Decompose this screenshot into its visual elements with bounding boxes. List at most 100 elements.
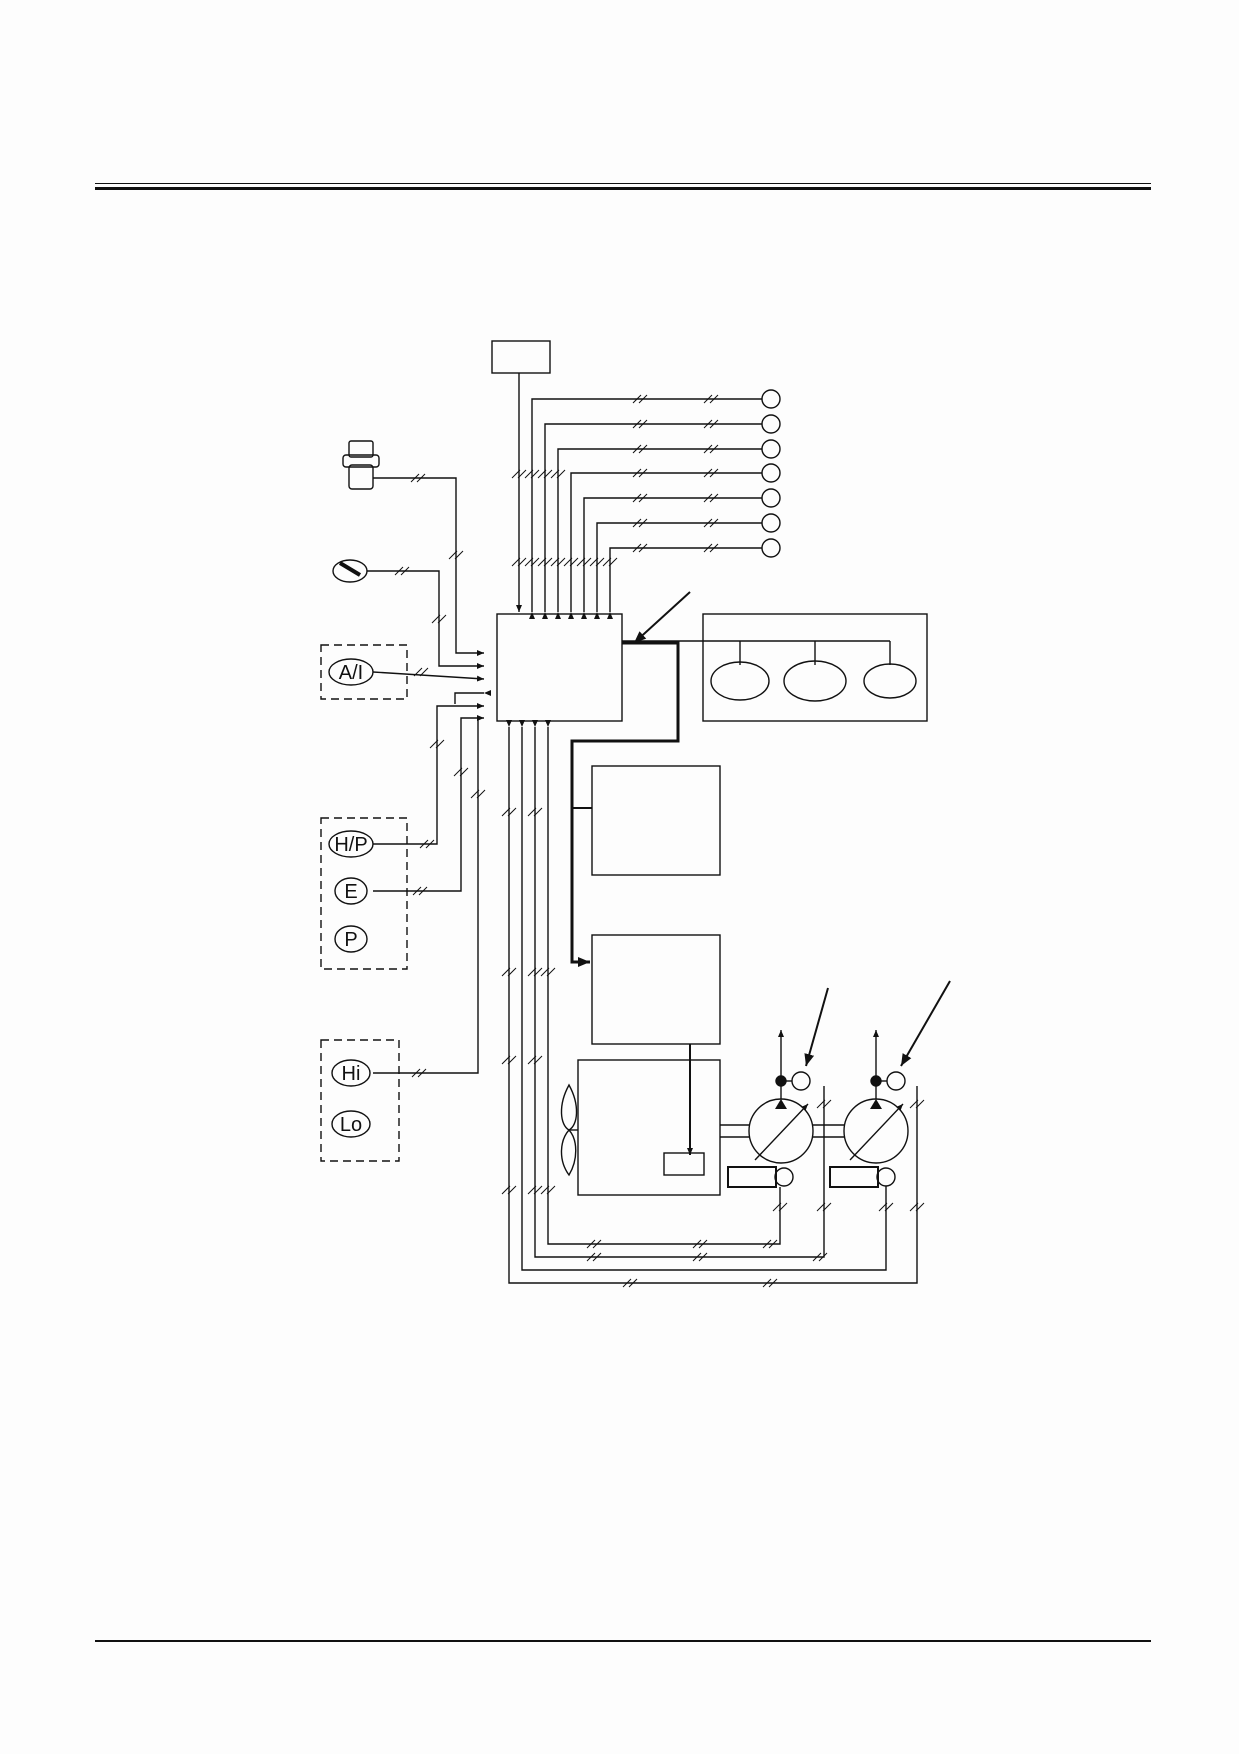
wire-slash [543, 557, 553, 567]
pump-1-pressure-sensor [791, 1071, 811, 1091]
output-wire [555, 448, 762, 619]
wire-slash [429, 739, 439, 749]
output-lamp [761, 488, 781, 508]
wire-slash [537, 557, 547, 567]
wire-slash [563, 557, 573, 567]
travel-lo-label: Lo [340, 1114, 362, 1136]
wire-slash [453, 767, 463, 777]
wire-slash [448, 550, 458, 560]
wire-slash [595, 557, 605, 567]
wire-slash [533, 1055, 543, 1065]
wire-slash [602, 557, 612, 567]
output-lamps [761, 389, 781, 558]
cluster-gauge-3 [863, 663, 917, 699]
auto-idle-switch-group [320, 644, 408, 700]
wire-slash [698, 1239, 708, 1249]
wire-slash [411, 1068, 421, 1078]
output-wire [542, 423, 762, 619]
wire-slash [476, 789, 486, 799]
wire-slash [878, 1202, 888, 1212]
cluster-gauge-2 [783, 660, 847, 702]
wire-slash [470, 789, 480, 799]
wire-slash [915, 1202, 925, 1212]
wire-slash [915, 1099, 925, 1109]
output-lamp [761, 463, 781, 483]
wire-slash [703, 468, 713, 478]
wire-slash [608, 557, 618, 567]
wire-slash [540, 1185, 550, 1195]
header-rule-thin [95, 183, 1151, 184]
e-mode-label: E [344, 881, 357, 903]
wire-slash [638, 419, 648, 429]
wire-slash [501, 1185, 511, 1195]
wire-slash [546, 1185, 556, 1195]
wire-slash [459, 767, 469, 777]
wire-slash [533, 807, 543, 817]
wire-slash [431, 614, 441, 624]
auto-idle-wire [372, 671, 485, 682]
wire-slash [550, 557, 560, 567]
wire-slash [501, 1055, 511, 1065]
output-wire [594, 522, 762, 619]
wire-slash [412, 886, 422, 896]
wire-slash [703, 419, 713, 429]
hp-mode-wire [373, 703, 484, 845]
hp-mode-label: H/P [334, 834, 367, 856]
wire-slash [778, 1202, 788, 1212]
ecu-box-upper [591, 765, 721, 876]
wire-slash [413, 667, 423, 677]
e-mode-wire [373, 715, 484, 892]
wire-slash [533, 967, 543, 977]
wire-slash [822, 1099, 832, 1109]
output-wire [607, 547, 762, 619]
wire-slash [524, 469, 534, 479]
wire-slash [540, 967, 550, 977]
output-lamp [761, 538, 781, 558]
cluster-gauge-1 [710, 661, 770, 701]
header-rule-thick [95, 187, 1151, 190]
wire-slash [909, 1202, 919, 1212]
wire-slash [511, 469, 521, 479]
wire-slash [703, 518, 713, 528]
main-pump-2 [829, 1030, 909, 1188]
engine-governor-actuator [663, 1152, 705, 1176]
wire-slash [546, 967, 556, 977]
ecu-box-lower [591, 934, 721, 1045]
wire-slash [692, 1252, 702, 1262]
pump-2-pressure-sensor [886, 1071, 906, 1091]
wire-slash [425, 839, 435, 849]
wire-slash [400, 566, 410, 576]
wire-slash [709, 419, 719, 429]
accel-dial-wire [373, 477, 484, 656]
wire-slash [709, 493, 719, 503]
wire-slash [762, 1278, 772, 1288]
wire-slash [632, 493, 642, 503]
wire-slash [530, 469, 540, 479]
output-wire [529, 398, 762, 619]
output-lamp [761, 414, 781, 434]
wire-slash [511, 557, 521, 567]
pump-1-epprv [727, 1166, 777, 1188]
wire-slash [592, 1252, 602, 1262]
pump-1-sensor-pointer [804, 987, 829, 1067]
wire-slash [410, 473, 420, 483]
wire-slash [638, 493, 648, 503]
output-lamp [761, 389, 781, 409]
pump-2-epprv [829, 1166, 879, 1188]
cluster-box [702, 613, 928, 722]
wire-slash [517, 557, 527, 567]
wire-slash [768, 1278, 778, 1288]
wire-slash [550, 469, 560, 479]
wire-slash [632, 543, 642, 553]
wire-slash [507, 1185, 517, 1195]
wire-slash [416, 473, 426, 483]
top-sensor-box [491, 340, 551, 374]
key-switch-icon [332, 559, 368, 583]
wire-slash [812, 1252, 822, 1262]
wire-slash [632, 444, 642, 454]
wire-slash [632, 468, 642, 478]
wire-slash [622, 1278, 632, 1288]
wire-slash [454, 550, 464, 560]
wire-slash [816, 1202, 826, 1212]
